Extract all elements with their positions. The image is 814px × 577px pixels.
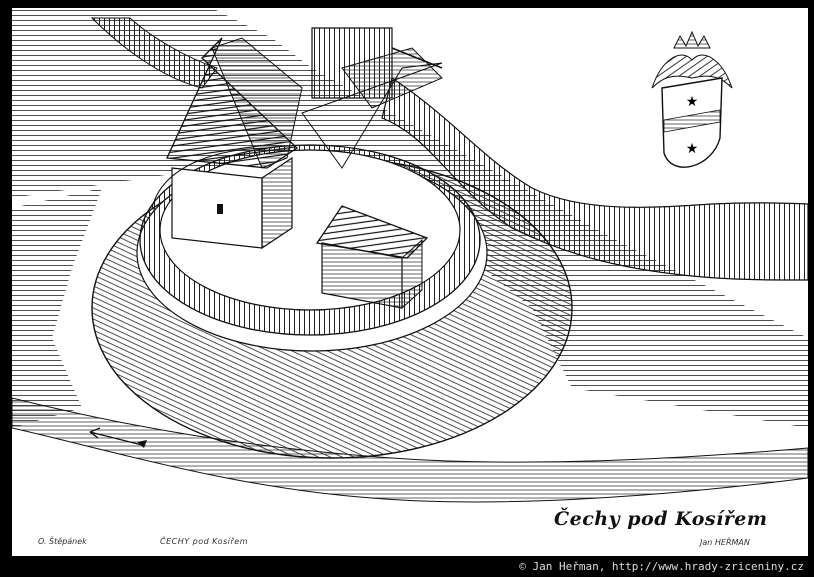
drawing-title: Čechy pod Kosířem: [554, 508, 768, 530]
north-arrow-icon: [89, 427, 147, 448]
gate-tower: [311, 27, 443, 109]
bridge: [301, 62, 443, 169]
artist-signature: Jan HEŘMAN: [700, 538, 750, 547]
caption-credit: ČECHY pod Kosířem: [160, 537, 249, 546]
copyright-footer: © Jan Heřman, http://www.hrady-zriceniny…: [519, 560, 804, 573]
author-credit: O. Štěpánek: [38, 537, 87, 546]
small-house: [315, 205, 429, 310]
svg-text:★: ★: [686, 94, 699, 110]
drawing-frame: ★ ★ Čechy pod Kosířem O. Štěpánek ČECHY …: [12, 8, 808, 556]
svg-text:★: ★: [686, 141, 699, 157]
castle-drawing: ★ ★: [12, 8, 808, 503]
main-tower: [166, 37, 303, 250]
lower-moat-hatching: [12, 188, 102, 428]
inner-wall: [151, 147, 273, 209]
coat-of-arms: ★ ★: [651, 30, 733, 168]
